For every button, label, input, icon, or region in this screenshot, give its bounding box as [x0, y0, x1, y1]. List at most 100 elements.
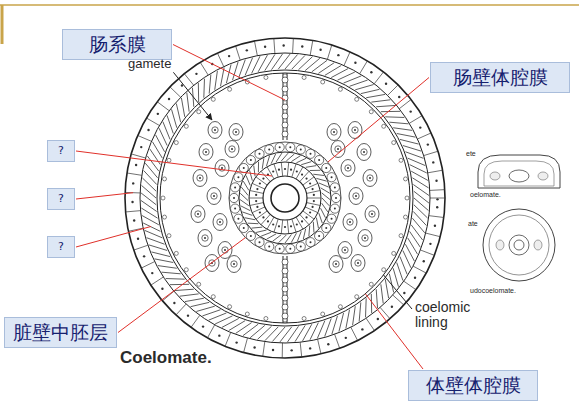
cell-dot: [311, 188, 313, 190]
lining-cell: [163, 177, 167, 181]
gamete-body: [227, 256, 241, 273]
gamete-nucleus: [347, 219, 353, 225]
hatch-line: [287, 162, 288, 176]
mesoderm-cell: [275, 244, 284, 253]
gamete-nucleus: [202, 235, 208, 241]
hatch-line: [414, 205, 428, 218]
cell-dot: [319, 49, 321, 51]
hatch-line: [250, 191, 264, 194]
hatch-line: [267, 167, 274, 179]
gamete-nucleolus: [205, 151, 207, 153]
cell-dot: [135, 164, 137, 166]
hatch-line: [145, 230, 163, 237]
cell-dot: [427, 143, 429, 145]
cell-dot: [436, 198, 438, 200]
hatch-line: [226, 64, 231, 83]
gamete-cell: [358, 230, 372, 247]
gamete-cell: [338, 242, 352, 259]
hatch-line: [317, 321, 324, 339]
cell-dot: [234, 186, 236, 188]
hatch-line: [142, 178, 156, 191]
mesoderm-cell: [322, 223, 331, 232]
lining-cell: [405, 196, 409, 200]
gamete-cell: [215, 160, 229, 177]
hatch-line: [175, 289, 194, 290]
hatch-line: [409, 116, 422, 124]
gamete-nucleus: [331, 129, 337, 135]
gamete-body: [207, 188, 221, 205]
gamete-body: [327, 124, 341, 141]
cell-dot: [290, 169, 292, 171]
hatch-line: [261, 232, 271, 236]
leader-line: [328, 78, 429, 163]
gamete-nucleus: [195, 211, 201, 217]
acoelomate-thumbnail: [478, 155, 560, 188]
gut-epithelium-outer: [249, 162, 321, 234]
gamete-nucleus: [217, 219, 223, 225]
lining-cell: [382, 268, 386, 272]
gamete-nucleolus: [219, 221, 221, 223]
cell-dot: [218, 334, 220, 336]
acoelomate-mesoderm: [484, 161, 554, 186]
hatch-line: [267, 217, 274, 229]
hatch-line: [281, 162, 282, 176]
cell-dot: [259, 241, 261, 243]
cell-dot: [282, 44, 284, 46]
hatch-line: [393, 295, 404, 305]
hatch-line: [221, 67, 225, 86]
mesoderm-cell: [286, 143, 295, 152]
hatch-line: [300, 171, 309, 181]
cell-dot: [262, 177, 264, 179]
hatch-line: [185, 298, 204, 301]
gamete-body: [349, 188, 363, 205]
hatch-line: [254, 166, 255, 177]
pseudocoelomate-gut: [509, 235, 529, 255]
gut-mesoderm: [229, 142, 341, 254]
cell-dot: [259, 211, 261, 213]
hatch-line: [187, 93, 189, 112]
gamete-cell: [327, 124, 341, 141]
hatch-line: [256, 230, 266, 232]
hatch-line: [321, 188, 330, 193]
hatch-line: [147, 238, 165, 245]
mesoderm-cell: [306, 149, 315, 158]
hatch-line: [281, 220, 282, 234]
gamete-nucleolus: [337, 148, 339, 150]
hatch-line: [381, 284, 383, 303]
hatch-line: [134, 245, 148, 250]
hatch-line: [316, 218, 318, 229]
mesoderm-cell: [239, 223, 248, 232]
epidermis-inner: [140, 53, 430, 343]
hatch-line: [250, 170, 253, 180]
hatch-line: [411, 225, 423, 240]
hatch-line: [267, 234, 276, 239]
hatch-line: [420, 250, 434, 255]
gamete-cell: [341, 160, 355, 177]
cell-dot: [318, 159, 320, 161]
gamete-nucleolus: [369, 177, 371, 179]
hatch-line: [298, 57, 312, 70]
cell-dot: [168, 98, 170, 100]
hatch-line: [360, 61, 368, 74]
hatch-line: [278, 54, 290, 69]
callout-text: ?: [58, 192, 64, 205]
hatch-line: [296, 158, 306, 163]
mesoderm-cell: [231, 204, 240, 213]
epidermis-nuclei: [131, 44, 438, 351]
cell-dot: [161, 288, 163, 290]
hatch-line: [393, 128, 412, 131]
hatch-line: [424, 151, 438, 155]
gamete-nucleus: [353, 193, 359, 199]
leader-line: [76, 151, 272, 176]
gamete-nucleolus: [233, 263, 235, 265]
mesoderm-cell: [234, 214, 243, 223]
hatch-line: [296, 217, 303, 229]
cell-dot: [195, 73, 197, 75]
gut-mesoderm-nuclei: [233, 146, 337, 249]
hatch-line: [327, 45, 331, 59]
hatch-line: [400, 257, 407, 275]
hatch-line: [150, 149, 161, 165]
hatch-line: [243, 324, 258, 336]
hatch-line: [166, 278, 185, 280]
